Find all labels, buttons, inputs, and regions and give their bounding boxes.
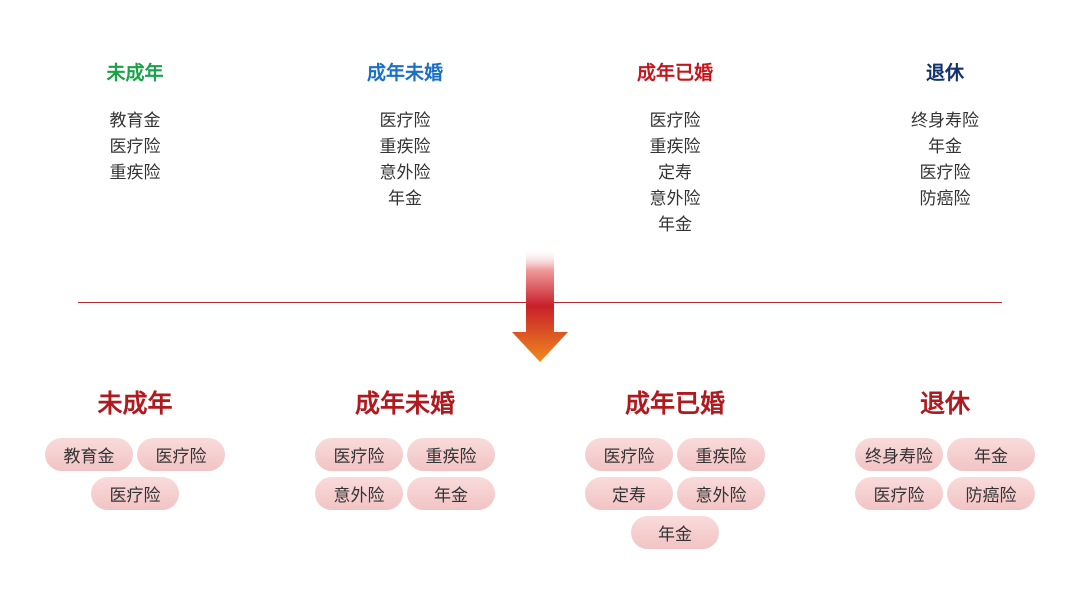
insurance-list: 终身寿险 年金 医疗险 防癌险	[835, 108, 1055, 212]
top-stage-single-adult: 成年未婚 医疗险 重疾险 意外险 年金	[295, 58, 515, 212]
insurance-list: 医疗险 重疾险 定寿 意外险 年金	[565, 108, 785, 238]
stage-title: 成年未婚	[354, 389, 455, 418]
insurance-tags: 教育金 医疗险 医疗险	[15, 438, 255, 510]
stage-title: 成年未婚	[366, 62, 443, 84]
insurance-tag: 医疗险	[137, 438, 225, 471]
insurance-tags: 终身寿险 年金 医疗险 防癌险	[825, 438, 1065, 510]
insurance-tags: 医疗险 重疾险 定寿 意外险 年金	[555, 438, 795, 549]
top-stage-married-adult: 成年已婚 医疗险 重疾险 定寿 意外险 年金	[565, 58, 785, 238]
insurance-tag: 教育金	[45, 438, 133, 471]
list-item: 重疾险	[379, 137, 431, 157]
list-item: 医疗险	[379, 111, 431, 131]
down-arrow-icon	[512, 250, 568, 362]
insurance-tag: 意外险	[315, 477, 403, 510]
list-item: 教育金	[109, 111, 161, 131]
insurance-tag: 终身寿险	[855, 438, 943, 471]
insurance-tag: 年金	[631, 516, 719, 549]
insurance-tag: 年金	[407, 477, 495, 510]
list-item: 重疾险	[109, 163, 161, 183]
bottom-stage-single-adult: 成年未婚 医疗险 重疾险 意外险 年金	[285, 384, 525, 510]
insurance-tag: 医疗险	[315, 438, 403, 471]
list-item: 意外险	[649, 189, 701, 209]
insurance-list: 医疗险 重疾险 意外险 年金	[295, 108, 515, 212]
insurance-tag: 定寿	[585, 477, 673, 510]
insurance-tags: 医疗险 重疾险 意外险 年金	[285, 438, 525, 510]
list-item: 年金	[928, 137, 962, 157]
list-item: 终身寿险	[911, 111, 979, 131]
list-item: 年金	[388, 189, 422, 209]
insurance-tag: 医疗险	[855, 477, 943, 510]
insurance-tag: 医疗险	[585, 438, 673, 471]
bottom-stage-retired: 退休 终身寿险 年金 医疗险 防癌险	[825, 384, 1065, 510]
insurance-tag: 重疾险	[677, 438, 765, 471]
top-stage-retired: 退休 终身寿险 年金 医疗险 防癌险	[835, 58, 1055, 212]
stage-title: 成年已婚	[624, 389, 725, 418]
stage-title: 退休	[925, 62, 964, 84]
list-item: 医疗险	[649, 111, 701, 131]
stage-title: 退休	[919, 389, 970, 418]
list-item: 医疗险	[109, 137, 161, 157]
bottom-stage-married-adult: 成年已婚 医疗险 重疾险 定寿 意外险 年金	[555, 384, 795, 549]
stage-title: 成年已婚	[636, 62, 713, 84]
bottom-stage-minor: 未成年 教育金 医疗险 医疗险	[15, 384, 255, 510]
list-item: 防癌险	[919, 189, 971, 209]
stage-title: 未成年	[106, 62, 164, 84]
insurance-tag: 重疾险	[407, 438, 495, 471]
stage-title: 未成年	[97, 389, 173, 418]
insurance-tag: 防癌险	[947, 477, 1035, 510]
list-item: 意外险	[379, 163, 431, 183]
list-item: 重疾险	[649, 137, 701, 157]
list-item: 定寿	[658, 163, 692, 183]
insurance-tag: 意外险	[677, 477, 765, 510]
top-stage-minor: 未成年 教育金 医疗险 重疾险	[25, 58, 245, 186]
insurance-tag: 年金	[947, 438, 1035, 471]
list-item: 年金	[658, 215, 692, 235]
insurance-tag: 医疗险	[91, 477, 179, 510]
insurance-list: 教育金 医疗险 重疾险	[25, 108, 245, 186]
list-item: 医疗险	[919, 163, 971, 183]
